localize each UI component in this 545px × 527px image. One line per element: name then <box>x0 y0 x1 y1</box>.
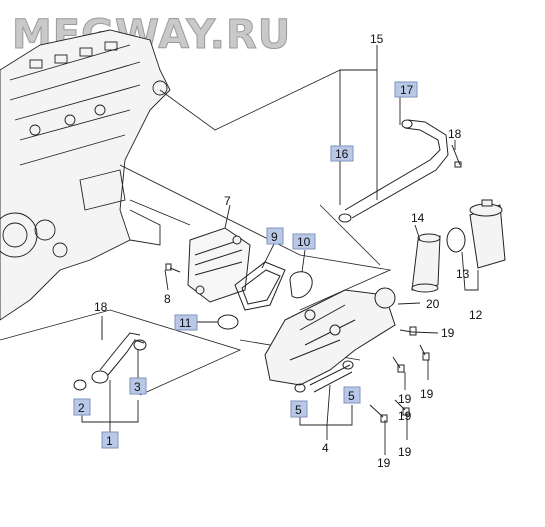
callout-4[interactable]: 4 <box>322 441 329 455</box>
leader-lines <box>81 45 479 455</box>
svg-text:3: 3 <box>134 380 141 394</box>
callout-19d[interactable]: 19 <box>398 409 412 423</box>
callout-11[interactable]: 11 <box>174 314 198 331</box>
callout-10[interactable]: 10 <box>292 233 316 250</box>
callout-19c[interactable]: 19 <box>420 387 434 401</box>
callout-19a[interactable]: 19 <box>441 326 455 340</box>
callout-3[interactable]: 3 <box>129 377 147 395</box>
callout-19b[interactable]: 19 <box>398 392 412 406</box>
callout-19f[interactable]: 19 <box>377 456 391 470</box>
callout-2[interactable]: 2 <box>73 398 91 416</box>
svg-text:16: 16 <box>335 147 349 161</box>
callout-9[interactable]: 9 <box>266 227 284 245</box>
engine-block <box>0 29 171 321</box>
lower-pipe <box>73 320 147 391</box>
oil-filter <box>411 199 506 293</box>
svg-text:17: 17 <box>400 83 414 97</box>
oil-cooler <box>187 227 251 303</box>
svg-text:2: 2 <box>78 401 85 415</box>
callout-7[interactable]: 7 <box>224 194 231 208</box>
callout-20[interactable]: 20 <box>426 297 440 311</box>
svg-text:11: 11 <box>179 316 192 330</box>
callout-17[interactable]: 17 <box>394 81 418 98</box>
callout-1[interactable]: 1 <box>101 431 119 449</box>
lower-pipe-4 <box>294 360 354 393</box>
callout-5b[interactable]: 5 <box>343 386 361 404</box>
callout-19e[interactable]: 19 <box>398 445 412 459</box>
callout-15[interactable]: 15 <box>370 32 384 46</box>
svg-text:9: 9 <box>271 230 278 244</box>
callout-14[interactable]: 14 <box>411 211 425 225</box>
filter-housing <box>264 287 396 386</box>
gaskets <box>217 261 313 330</box>
svg-text:5: 5 <box>348 389 355 403</box>
svg-text:1: 1 <box>106 434 113 448</box>
oil-pipe <box>338 119 462 223</box>
bolts <box>165 263 430 423</box>
callout-5a[interactable]: 5 <box>290 400 308 418</box>
callout-13[interactable]: 13 <box>456 267 470 281</box>
svg-text:10: 10 <box>297 235 311 249</box>
svg-text:5: 5 <box>295 403 302 417</box>
callout-18a[interactable]: 18 <box>448 127 462 141</box>
callout-12[interactable]: 12 <box>469 308 483 322</box>
callout-18b[interactable]: 18 <box>94 300 108 314</box>
callout-8[interactable]: 8 <box>164 292 171 306</box>
callout-16[interactable]: 16 <box>330 145 354 162</box>
